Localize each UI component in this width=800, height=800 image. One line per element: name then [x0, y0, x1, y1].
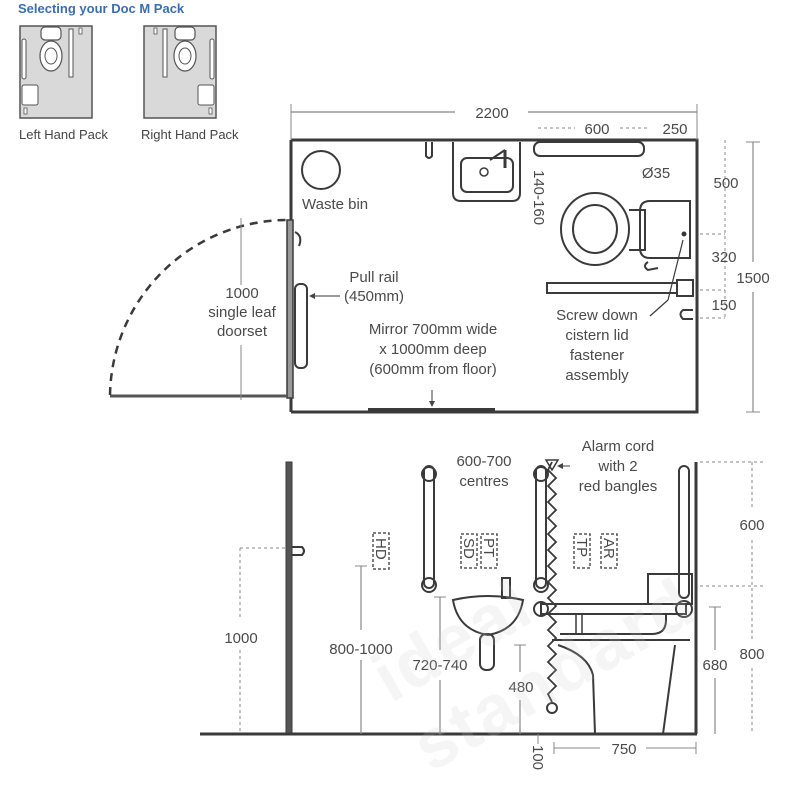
tag-tp: TP	[573, 538, 590, 557]
door-label-line2: single leaf	[208, 304, 276, 321]
elev-dim-1000: 1000	[224, 630, 257, 647]
elev-dim-680: 680	[702, 657, 727, 674]
tag-ar: AR	[600, 538, 617, 559]
elev-dim-480: 480	[508, 679, 533, 696]
centres-dim: 600-700	[456, 453, 511, 470]
door-width-dim: 1000	[225, 285, 258, 302]
page-title: Selecting your Doc M Pack	[18, 1, 185, 16]
left-hand-pack-option[interactable]: Left Hand Pack	[19, 25, 109, 142]
pull-rail-label: Pull rail	[349, 269, 398, 286]
plan-dim-150: 150	[711, 297, 736, 314]
elev-dim-800: 800	[739, 646, 764, 663]
rail-dim-600: 600	[584, 121, 609, 138]
rail-dim-250: 250	[662, 121, 687, 138]
elev-dim-100: 100	[529, 745, 546, 770]
alarm-cord-line2: with 2	[597, 458, 637, 475]
tag-sd: SD	[460, 538, 477, 559]
elev-dim-750: 750	[611, 741, 636, 758]
cistern-label-line2: cistern lid	[565, 327, 628, 344]
alarm-cord-line3: red bangles	[579, 478, 657, 495]
cistern-label-line3: fastener	[570, 347, 624, 364]
centres-label: centres	[459, 473, 508, 490]
tag-hd: HD	[372, 538, 389, 560]
plan-view	[108, 104, 760, 414]
elev-dim-800-1000: 800-1000	[329, 641, 392, 658]
elev-dim-720-740: 720-740	[412, 657, 467, 674]
door-label-line3: doorset	[217, 323, 268, 340]
mirror-label-line2: x 1000mm deep	[379, 341, 487, 358]
alarm-cord-line1: Alarm cord	[582, 438, 655, 455]
elevation-view	[200, 459, 765, 754]
plan-dim-500: 500	[713, 175, 738, 192]
right-hand-pack-thumbnail-icon	[143, 25, 217, 119]
basin-offset-dim: 140-160	[530, 170, 547, 225]
mirror-label-line3: (600mm from floor)	[369, 361, 497, 378]
elev-dim-600: 600	[739, 517, 764, 534]
right-hand-pack-label: Right Hand Pack	[141, 127, 239, 142]
rail-diameter: Ø35	[642, 165, 670, 182]
plan-dim-320: 320	[711, 249, 736, 266]
cistern-label-line4: assembly	[565, 367, 629, 384]
left-hand-pack-thumbnail-icon	[19, 25, 93, 119]
right-hand-pack-option[interactable]: Right Hand Pack	[141, 25, 239, 142]
waste-bin-label: Waste bin	[302, 196, 368, 213]
pull-rail-size: (450mm)	[344, 288, 404, 305]
cistern-label-line1: Screw down	[556, 307, 638, 324]
tag-pt: PT	[480, 538, 497, 557]
mirror-label-line1: Mirror 700mm wide	[369, 321, 497, 338]
plan-width-dim: 2200	[475, 105, 508, 122]
left-hand-pack-label: Left Hand Pack	[19, 127, 108, 142]
plan-dim-1500: 1500	[736, 270, 769, 287]
